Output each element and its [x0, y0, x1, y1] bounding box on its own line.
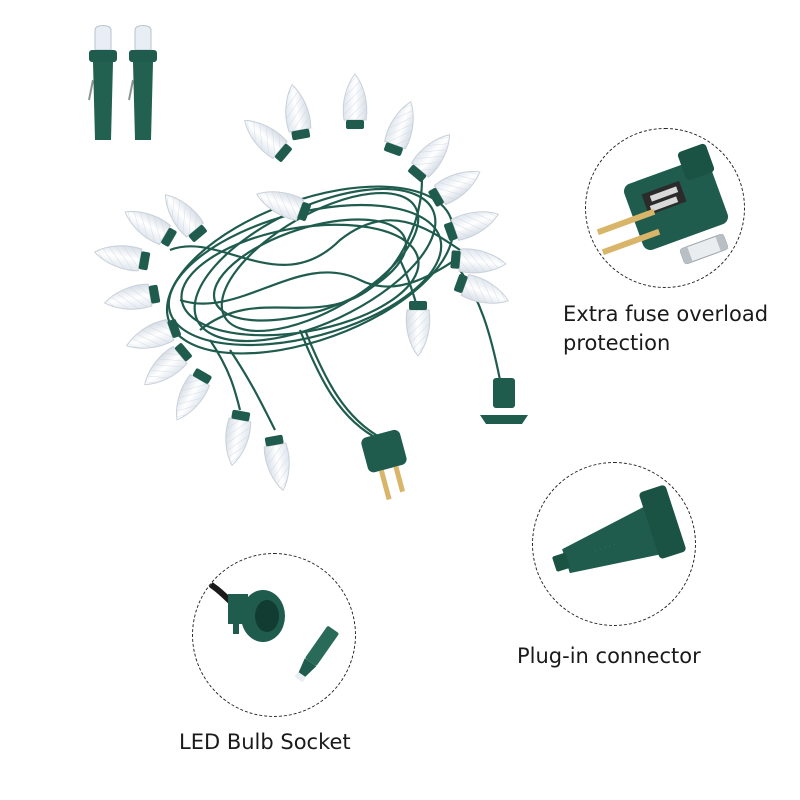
fuse-callout-circle	[585, 128, 745, 288]
socket-caption: LED Bulb Socket	[179, 730, 351, 754]
fuse-caption: Extra fuse overload protection	[563, 300, 768, 358]
fuse-caption-line2: protection	[563, 331, 671, 355]
wire-bundle	[165, 159, 502, 441]
connector-icon: · · · · ·	[552, 485, 686, 574]
connector-caption: Plug-in connector	[517, 644, 701, 668]
socket-callout-circle	[192, 553, 356, 717]
connector-callout-circle: · · · · ·	[532, 462, 696, 626]
loose-led-bulbs	[88, 25, 157, 140]
end-connector	[480, 378, 528, 424]
bulb-cluster	[92, 73, 513, 493]
socket-icon	[193, 571, 339, 683]
fuse-caption-line1: Extra fuse overload	[563, 302, 769, 326]
male-plug	[361, 429, 407, 501]
fuse-plug-icon	[596, 143, 729, 265]
